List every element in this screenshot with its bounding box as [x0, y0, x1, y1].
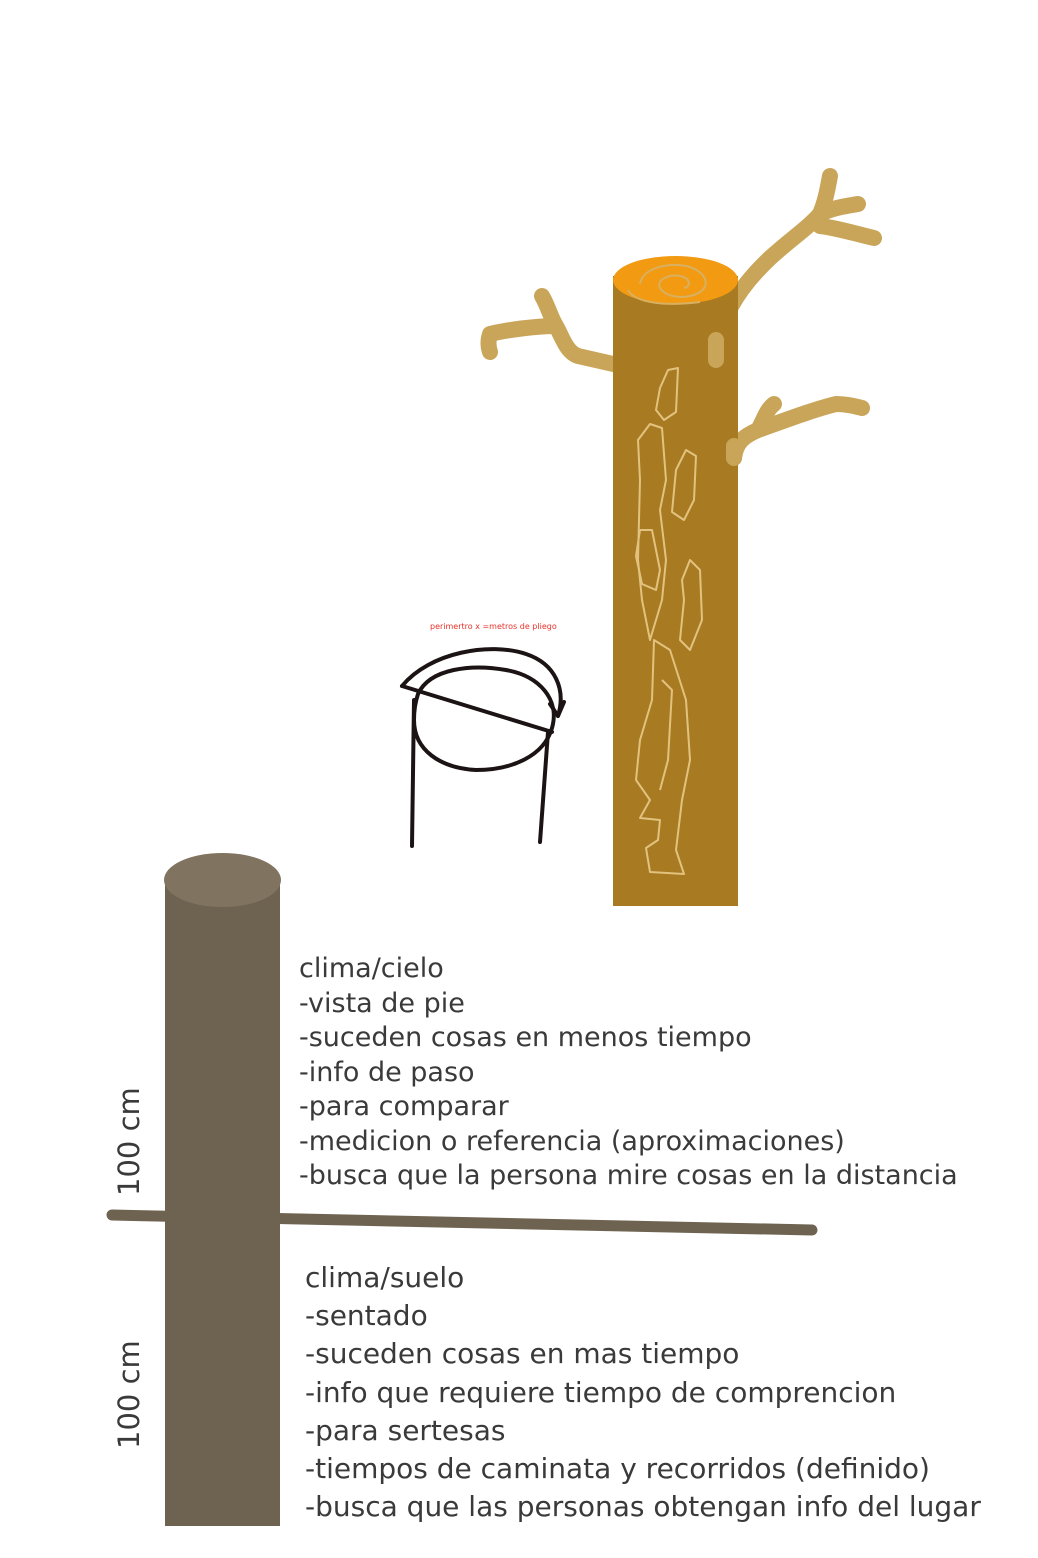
upper-section-notes: clima/cielo -vista de pie -suceden cosas… — [299, 952, 958, 1194]
lower-section-item: -sentado — [305, 1299, 428, 1333]
perimeter-annotation: perimertro x =metros de pliego — [430, 622, 557, 631]
branch-right-upper — [708, 168, 882, 368]
branch-right-lower — [726, 396, 870, 466]
measure-label-bottom: 100 cm — [112, 1340, 146, 1449]
upper-section-item: -busca que la persona mire cosas en la d… — [299, 1160, 958, 1191]
perimeter-sketch — [400, 647, 566, 848]
lower-section-item: -info que requiere tiempo de comprencion — [305, 1375, 897, 1409]
branch-left — [480, 288, 630, 374]
upper-section-item: -suceden cosas en menos tiempo — [299, 1022, 752, 1053]
sketch-arrow-arc — [400, 647, 563, 718]
lower-section-title: clima/suelo — [305, 1261, 465, 1294]
lower-section-item: -para sertesas — [305, 1413, 506, 1447]
sketch-circle — [412, 665, 556, 772]
sketch-right-edge — [538, 730, 550, 844]
tree-trunk — [613, 276, 738, 906]
measure-label-top: 100 cm — [112, 1087, 146, 1196]
sketch-diameter-line — [400, 684, 554, 734]
measuring-post — [106, 853, 818, 1526]
upper-section-item: -para comparar — [299, 1091, 509, 1122]
post-top — [164, 853, 281, 907]
upper-section-item: -info de paso — [299, 1056, 475, 1088]
lower-section-item: -tiempos de caminata y recorridos (defin… — [305, 1452, 930, 1486]
upper-section-item: -medicion o referencia (aproximaciones) — [299, 1125, 845, 1157]
lower-section-notes: clima/suelo -sentado -suceden cosas en m… — [305, 1259, 981, 1526]
lower-section-item: -suceden cosas en mas tiempo — [305, 1337, 740, 1371]
tree-rings — [627, 264, 707, 305]
lower-section-item: -busca que las personas obtengan info de… — [305, 1490, 981, 1524]
sketch-left-edge — [410, 698, 416, 848]
post-divider-line — [106, 1209, 818, 1236]
post-body — [165, 878, 280, 1526]
upper-section-item: -vista de pie — [299, 987, 465, 1019]
tree-trunk-group — [480, 168, 882, 906]
tree-trunk-top — [613, 256, 738, 304]
upper-section-title: clima/cielo — [299, 953, 444, 984]
bark-pattern — [635, 367, 703, 875]
sketch-arrow-head — [548, 700, 566, 718]
